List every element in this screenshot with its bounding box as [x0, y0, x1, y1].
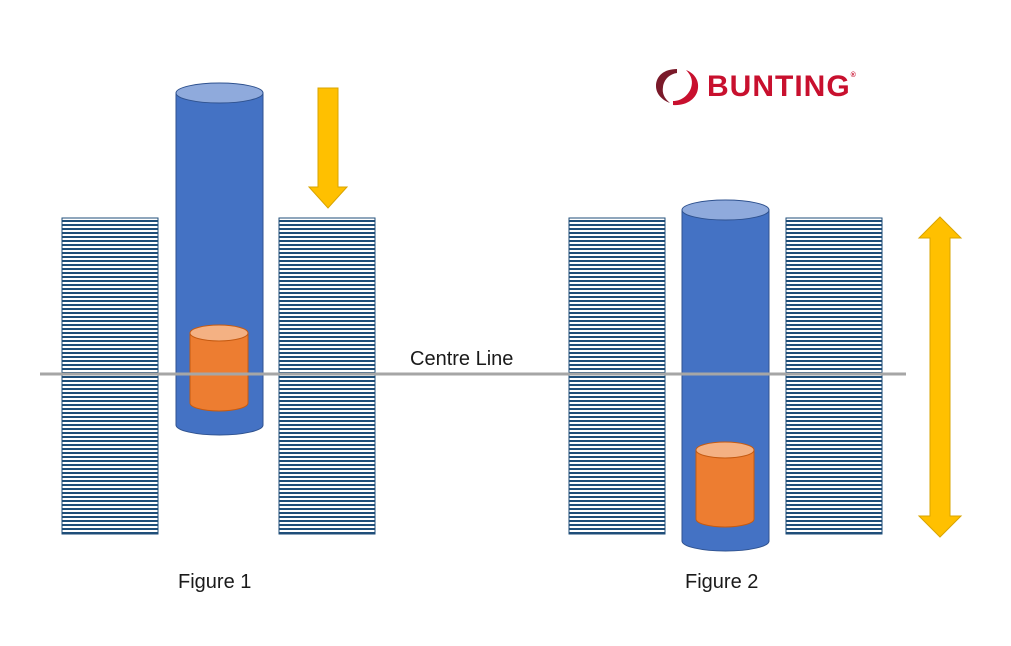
double-vertical-arrow-icon	[917, 216, 963, 538]
centre-line-label: Centre Line	[410, 348, 514, 370]
figure1-left-coil	[61, 217, 159, 535]
figure1-slug	[189, 324, 249, 412]
figure2-left-coil	[568, 217, 666, 535]
figure2-right-coil	[785, 217, 883, 535]
down-arrow-icon	[307, 87, 349, 209]
figure2-caption: Figure 2	[685, 571, 759, 593]
bunting-logo: BUNTING®	[653, 66, 857, 108]
logo-registered-mark: ®	[850, 72, 857, 79]
logo-brand-text: BUNTING®	[707, 70, 857, 103]
bunting-logo-mark-icon	[656, 69, 699, 106]
figure2-slug	[695, 441, 755, 528]
figure1-right-coil	[278, 217, 376, 535]
figure1-caption: Figure 1	[178, 571, 252, 593]
